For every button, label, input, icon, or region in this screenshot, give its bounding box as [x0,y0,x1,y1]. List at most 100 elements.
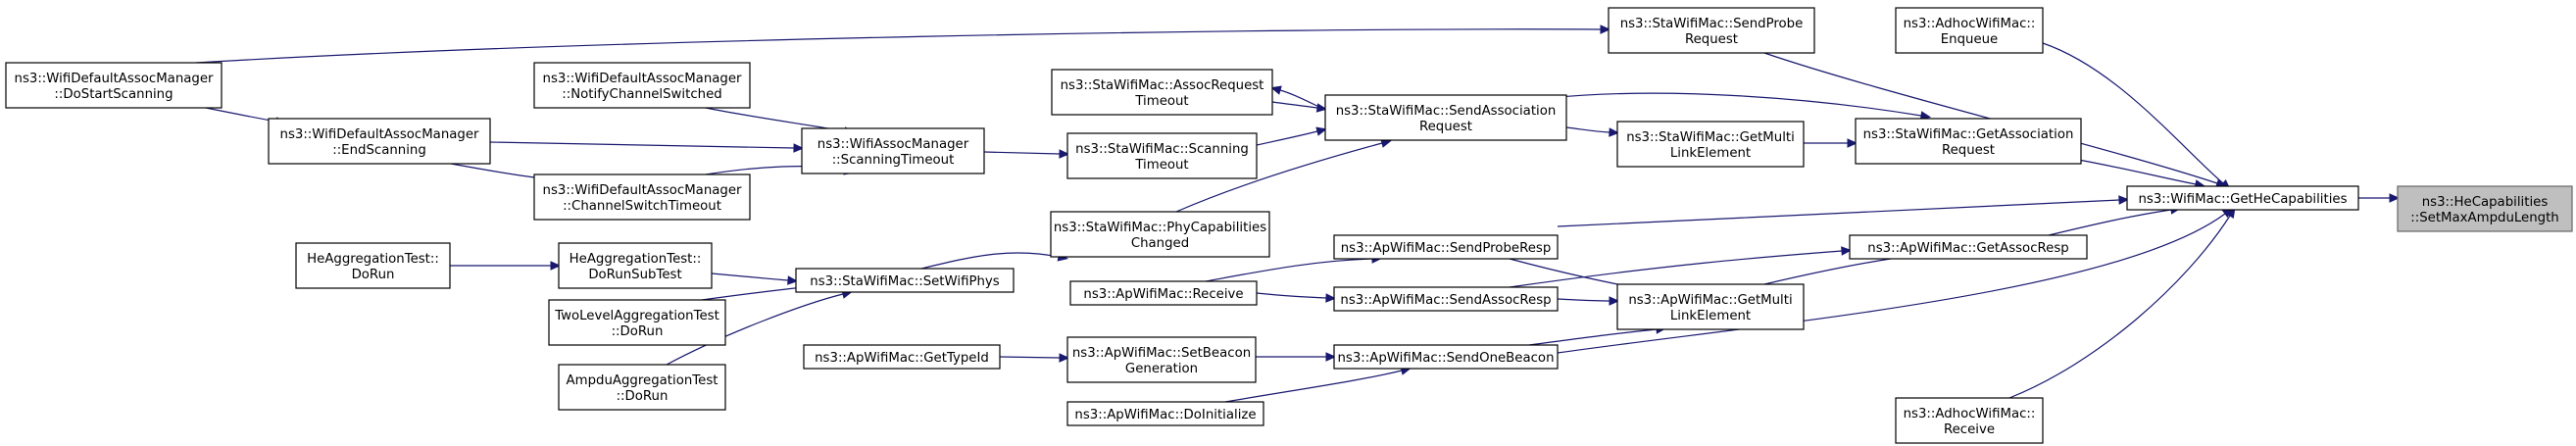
node-label-line: ns3::ApWifiMac::GetAssocResp [1867,241,2068,256]
edges [195,25,2401,403]
edge-sta-send-association-request-to-sta-get-association-request [1548,92,1932,121]
node-label-line: DoRunSubTest [588,268,681,282]
node-label-line: ns3::WifiMac::GetHeCapabilities [2138,192,2347,207]
node-root: ns3::HeCapabilities::SetMaxAmpduLength [2397,185,2573,232]
node-label-line: ::ScanningTimeout [832,153,955,168]
node-label-line: Timeout [1134,158,1188,173]
node-label-line: ns3::WifiDefaultAssocManager [543,183,742,198]
node-label-line: Generation [1125,362,1198,376]
node-label-line: ns3::ApWifiMac::SendProbeResp [1341,241,1552,256]
node-label-line: ns3::ApWifiMac::DoInitialize [1074,408,1256,422]
node-sta-scanning-timeout[interactable]: ns3::StaWifiMac::ScanningTimeout [1066,132,1258,179]
node-label-line: ns3::StaWifiMac::SendAssociation [1336,104,1557,119]
node-label-line: ns3::StaWifiMac::PhyCapabilities [1054,221,1266,235]
nodes: ns3::HeCapabilities::SetMaxAmpduLengthns… [5,7,2573,444]
node-label-line: Request [1942,143,1995,158]
node-label-line: ns3::ApWifiMac::Receive [1083,287,1243,302]
node-label-line: Changed [1131,236,1189,251]
node-label-line: ns3::StaWifiMac::Scanning [1075,142,1249,157]
edge-default-end-scanning-to-assoc-mgr-scanning-timeout [489,141,805,153]
node-label-line: ns3::StaWifiMac::SetWifiPhys [810,274,999,289]
node-sta-set-wifi-phys[interactable]: ns3::StaWifiMac::SetWifiPhys [795,268,1015,293]
node-label-line: ::ChannelSwitchTimeout [563,199,721,214]
edge-sta-scanning-timeout-to-sta-send-association-request [1256,126,1327,146]
node-ap-send-assoc-resp[interactable]: ns3::ApWifiMac::SendAssocResp [1333,286,1559,312]
node-label-line: ::DoRun [612,324,664,339]
node-label-line: AmpduAggregationTest [567,373,718,388]
node-label-line: ns3::WifiDefaultAssocManager [543,72,742,86]
node-default-do-start-scanning[interactable]: ns3::WifiDefaultAssocManager::DoStartSca… [5,62,223,109]
edge-sta-get-multi-link-element-to-sta-get-association-request [1804,138,1858,148]
node-label-line: ::DoStartScanning [54,87,173,102]
node-label-line: ns3::StaWifiMac::SendProbe [1620,17,1804,31]
node-default-notify-channel-switched[interactable]: ns3::WifiDefaultAssocManager::NotifyChan… [533,62,751,109]
node-ap-get-assoc-resp[interactable]: ns3::ApWifiMac::GetAssocResp [1849,234,2088,260]
node-default-channel-switch-timeout[interactable]: ns3::WifiDefaultAssocManager::ChannelSwi… [533,173,751,221]
node-label-line: LinkElement [1670,146,1751,161]
edge-assoc-mgr-scanning-timeout-to-sta-scanning-timeout [983,149,1070,159]
edge-he-aggregation-test-do-run-to-he-aggregation-test-do-run-sub-test [450,261,562,271]
node-label-line: ns3::WifiAssocManager [817,137,969,152]
node-label-line: Request [1685,32,1738,47]
node-label-line: LinkElement [1670,309,1751,323]
edge-ap-send-assoc-resp-to-ap-get-multi-link-element [1557,296,1620,306]
node-label-line: Enqueue [1941,32,1999,47]
node-label-line: Request [1419,120,1472,134]
node-adhoc-receive[interactable]: ns3::AdhocWifiMac::Receive [1895,397,2044,444]
node-get-he-capabilities[interactable]: ns3::WifiMac::GetHeCapabilities [2126,185,2359,211]
node-ap-send-probe-resp[interactable]: ns3::ApWifiMac::SendProbeResp [1333,234,1559,260]
edge-adhoc-enqueue-to-get-he-capabilities [2042,42,2231,190]
edge-ap-send-assoc-resp-to-ap-get-assoc-resp [1509,246,1853,288]
node-ap-get-type-id[interactable]: ns3::ApWifiMac::GetTypeId [803,344,1001,370]
edge-get-he-capabilities-to-root [2358,193,2401,203]
node-ap-send-one-beacon[interactable]: ns3::ApWifiMac::SendOneBeacon [1333,344,1559,370]
node-label-line: ns3::AdhocWifiMac:: [1904,17,2036,31]
node-label-line: ns3::StaWifiMac::GetMulti [1626,130,1795,145]
node-label-line: ns3::AdhocWifiMac:: [1904,407,2036,421]
edge-sta-send-association-request-to-sta-assoc-request-timeout [1270,85,1326,111]
node-label-line: ns3::WifiDefaultAssocManager [15,72,214,86]
node-label-line: HeAggregationTest:: [570,252,702,267]
node-adhoc-enqueue[interactable]: ns3::AdhocWifiMac::Enqueue [1895,7,2044,54]
node-label-line: HeAggregationTest:: [307,252,439,267]
node-ampdu-aggregation-test-do-run[interactable]: AmpduAggregationTest::DoRun [558,364,726,411]
node-ap-receive[interactable]: ns3::ApWifiMac::Receive [1069,280,1258,306]
edge-ap-set-beacon-generation-to-ap-send-one-beacon [1256,352,1337,362]
node-label-line: ::EndScanning [332,143,426,158]
edge-he-aggregation-test-do-run-sub-test-to-sta-set-wifi-phys [711,273,799,285]
node-label-line: ns3::ApWifiMac::SendAssocResp [1340,293,1551,308]
node-label-line: ns3::ApWifiMac::SetBeacon [1072,346,1251,361]
node-label-line: TwoLevelAggregationTest [554,309,719,323]
edge-ap-receive-to-ap-send-assoc-resp [1256,292,1337,303]
node-two-level-aggregation-test-do-run[interactable]: TwoLevelAggregationTest::DoRun [548,299,726,346]
node-label-line: DoRun [352,268,395,282]
node-he-aggregation-test-do-run[interactable]: HeAggregationTest::DoRun [295,242,451,289]
node-label-line: ns3::StaWifiMac::GetAssociation [1863,127,2074,142]
node-label-line: Receive [1944,422,1995,437]
edge-default-do-start-scanning-to-sta-send-probe-request [195,25,1611,64]
node-default-end-scanning[interactable]: ns3::WifiDefaultAssocManager::EndScannin… [268,118,491,165]
node-assoc-mgr-scanning-timeout[interactable]: ns3::WifiAssocManager::ScanningTimeout [801,127,985,174]
node-label-line: ns3::WifiDefaultAssocManager [280,127,479,142]
node-ap-do-initialize[interactable]: ns3::ApWifiMac::DoInitialize [1066,401,1264,426]
node-he-aggregation-test-do-run-sub-test[interactable]: HeAggregationTest::DoRunSubTest [558,242,713,289]
node-label-line: ns3::ApWifiMac::GetTypeId [815,351,989,366]
edge-sta-set-wifi-phys-to-sta-phy-capabilities-changed [920,252,1069,270]
node-label-line: ns3::HeCapabilities [2422,195,2549,210]
edge-ap-send-probe-resp-to-get-he-capabilities [1557,195,2130,227]
edge-sta-send-association-request-to-sta-get-multi-link-element [1565,126,1620,137]
node-label-line: ::NotifyChannelSwitched [562,87,721,102]
node-label-line: Timeout [1134,94,1188,109]
edge-adhoc-receive-to-get-he-capabilities [2008,207,2236,399]
node-label-line: ns3::StaWifiMac::AssocRequest [1061,78,1264,93]
node-label-line: ns3::ApWifiMac::SendOneBeacon [1337,351,1554,366]
